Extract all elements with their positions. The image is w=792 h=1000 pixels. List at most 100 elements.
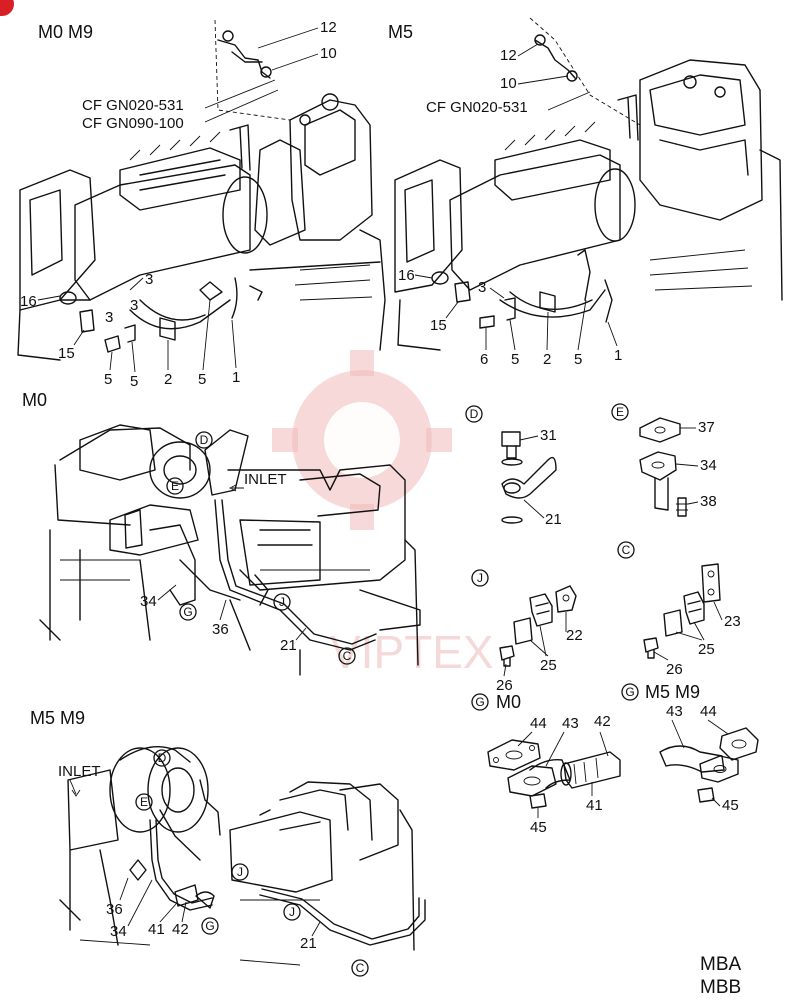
inlet-label-bottom: INLET xyxy=(58,763,101,780)
svg-text:D: D xyxy=(470,407,479,421)
callout-6-tr: 6 xyxy=(480,351,488,368)
svg-text:E: E xyxy=(171,479,179,493)
mark-c-mid: C xyxy=(338,647,356,665)
callout-34-bottom: 34 xyxy=(110,923,127,940)
cf-ref-tr: CF GN020-531 xyxy=(426,99,528,116)
detail-d: D xyxy=(465,405,557,524)
callout-25-c: 25 xyxy=(698,641,715,658)
callout-34-mid: 34 xyxy=(140,593,157,610)
detail-g-m5m9 xyxy=(659,727,759,803)
callout-15-tl: 15 xyxy=(58,345,75,362)
svg-text:G: G xyxy=(205,919,214,933)
detail-j: J xyxy=(471,569,577,667)
svg-text:J: J xyxy=(289,905,295,919)
callout-45-gm5: 45 xyxy=(722,797,739,814)
callout-5-tl-b: 5 xyxy=(130,373,138,390)
mark-c-bottom: C xyxy=(351,959,369,977)
svg-text:D: D xyxy=(200,433,209,447)
callout-12-tr: 12 xyxy=(500,47,517,64)
callout-3-tl-c: 3 xyxy=(130,297,138,314)
mark-d-detail: D xyxy=(465,405,483,423)
callout-5-tr-b: 5 xyxy=(574,351,582,368)
mark-j-bottom-b: J xyxy=(283,903,301,921)
callout-5-tl-c: 5 xyxy=(198,371,206,388)
svg-text:E: E xyxy=(616,405,624,419)
callout-36-bottom: 36 xyxy=(106,901,123,918)
svg-text:G: G xyxy=(183,605,192,619)
mark-g-m0-detail: G xyxy=(471,693,489,711)
mark-e-bottom: E xyxy=(135,793,153,811)
callout-23: 23 xyxy=(724,613,741,630)
callout-5-tl-a: 5 xyxy=(104,371,112,388)
callout-3-tl-b: 3 xyxy=(105,309,113,326)
mark-e-mid: E xyxy=(166,477,184,495)
callout-41-bottom: 41 xyxy=(148,921,165,938)
mark-g-bottom: G xyxy=(201,917,219,935)
callout-5-tr-a: 5 xyxy=(511,351,519,368)
svg-text:C: C xyxy=(356,961,365,975)
callout-10-tl: 10 xyxy=(320,45,337,62)
detail-c: C xyxy=(617,541,721,659)
cf-ref-tl-2: CF GN090-100 xyxy=(82,115,184,132)
svg-text:D: D xyxy=(158,751,167,765)
callout-42-bottom: 42 xyxy=(172,921,189,938)
section-title-m0: M0 xyxy=(22,390,47,410)
svg-text:C: C xyxy=(622,543,631,557)
svg-text:E: E xyxy=(140,795,148,809)
detail-g-m5m9-title: M5 M9 xyxy=(645,682,700,702)
mark-g-mid: G xyxy=(179,603,197,621)
callout-16-tr: 16 xyxy=(398,267,415,284)
callout-2-tl: 2 xyxy=(164,371,172,388)
callout-15-tr: 15 xyxy=(430,317,447,334)
mark-j-mid: J xyxy=(273,593,291,611)
mark-d-bottom: D xyxy=(153,749,171,767)
callout-3-tl-a: 3 xyxy=(145,271,153,288)
callout-21-bottom: 21 xyxy=(300,935,317,952)
engine-top-right xyxy=(394,17,783,351)
mark-g-m5-detail: G xyxy=(621,683,639,701)
watermark-logo: VIPTEX xyxy=(272,350,494,678)
mark-e-detail: E xyxy=(611,403,629,421)
model-code-mbb: MBB xyxy=(700,977,741,998)
callout-45-gm0: 45 xyxy=(530,819,547,836)
callout-1-tl: 1 xyxy=(232,369,240,386)
section-title-m5: M5 xyxy=(388,22,413,42)
engine-m5m9 xyxy=(59,746,426,966)
callout-41-gm0: 41 xyxy=(586,797,603,814)
callout-12-tl: 12 xyxy=(320,19,337,36)
cf-ref-tl-1: CF GN020-531 xyxy=(82,97,184,114)
callout-26-j: 26 xyxy=(496,677,513,694)
callout-16-tl: 16 xyxy=(20,293,37,310)
callout-43-gm5: 43 xyxy=(666,703,683,720)
callout-38: 38 xyxy=(700,493,717,510)
svg-text:C: C xyxy=(343,649,352,663)
detail-g-m0 xyxy=(487,739,621,809)
callout-21-mid: 21 xyxy=(280,637,297,654)
svg-text:J: J xyxy=(237,865,243,879)
callout-3-tr: 3 xyxy=(478,279,486,296)
callout-21-d: 21 xyxy=(545,511,562,528)
callout-44-gm5: 44 xyxy=(700,703,717,720)
engine-top-left xyxy=(17,19,386,361)
mark-j-bottom-a: J xyxy=(231,863,249,881)
callout-26-c: 26 xyxy=(666,661,683,678)
callout-36-mid: 36 xyxy=(212,621,229,638)
detail-e: E xyxy=(611,403,688,517)
callout-43-gm0: 43 xyxy=(562,715,579,732)
callout-42-gm0: 42 xyxy=(594,713,611,730)
section-title-m5-m9: M5 M9 xyxy=(30,708,85,728)
callout-22: 22 xyxy=(566,627,583,644)
callout-25-j: 25 xyxy=(540,657,557,674)
callout-1-tr: 1 xyxy=(614,347,622,364)
inlet-label-mid: INLET xyxy=(244,471,287,488)
watermark-text: VIPTEX xyxy=(330,626,494,678)
mark-j-detail: J xyxy=(471,569,489,587)
callout-44-gm0: 44 xyxy=(530,715,547,732)
corner-mark xyxy=(0,0,14,16)
detail-g-m0-title: M0 xyxy=(496,692,521,712)
svg-text:J: J xyxy=(477,571,483,585)
engine-m0 xyxy=(39,424,421,676)
callout-37: 37 xyxy=(698,419,715,436)
section-title-m0-m9: M0 M9 xyxy=(38,22,93,42)
